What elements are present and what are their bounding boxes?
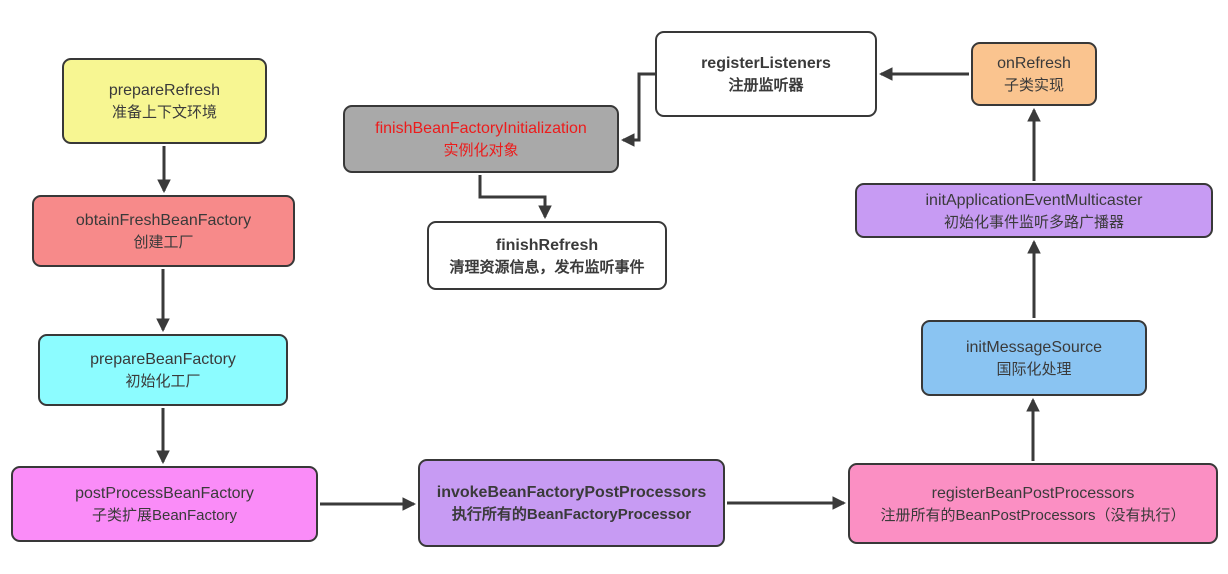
node-subtitle: 子类扩展BeanFactory [91, 507, 238, 524]
node-init-message-source: initMessageSource 国际化处理 [921, 320, 1147, 396]
node-subtitle: 实例化对象 [443, 142, 519, 159]
node-subtitle: 注册监听器 [728, 77, 804, 94]
node-finish-bean-factory-initialization: finishBeanFactoryInitialization 实例化对象 [343, 105, 619, 173]
node-finish-refresh: finishRefresh 清理资源信息，发布监听事件 [427, 221, 667, 290]
node-title: registerListeners [701, 55, 831, 72]
node-subtitle: 初始化工厂 [125, 373, 201, 390]
node-subtitle: 初始化事件监听多路广播器 [943, 213, 1124, 231]
node-title: invokeBeanFactoryPostProcessors [436, 484, 707, 501]
node-title: finishRefresh [495, 236, 599, 254]
node-title: finishBeanFactoryInitialization [375, 120, 587, 137]
node-register-bean-post-processors: registerBeanPostProcessors 注册所有的BeanPost… [848, 463, 1218, 544]
node-title: registerBeanPostProcessors [931, 484, 1135, 502]
node-title: onRefresh [997, 55, 1071, 72]
node-prepare-refresh: prepareRefresh 准备上下文环境 [62, 58, 267, 144]
node-prepare-bean-factory: prepareBeanFactory 初始化工厂 [38, 334, 288, 406]
node-on-refresh: onRefresh 子类实现 [971, 42, 1097, 106]
node-subtitle: 子类实现 [1003, 77, 1064, 94]
node-register-listeners: registerListeners 注册监听器 [655, 31, 877, 117]
node-subtitle: 注册所有的BeanPostProcessors（没有执行） [880, 506, 1186, 524]
node-title: initApplicationEventMulticaster [925, 191, 1143, 209]
edge-finishBeanFactoryInitialization-to-finishRefresh [478, 175, 552, 220]
node-obtain-fresh-bean-factory: obtainFreshBeanFactory 创建工厂 [32, 195, 295, 267]
node-subtitle: 国际化处理 [996, 361, 1072, 378]
node-post-process-bean-factory: postProcessBeanFactory 子类扩展BeanFactory [11, 466, 318, 542]
node-title: obtainFreshBeanFactory [75, 212, 252, 229]
edge-registerListeners-to-finishBeanFactoryInitialization [620, 72, 655, 147]
node-init-application-event-multicaster: initApplicationEventMulticaster 初始化事件监听多… [855, 183, 1213, 238]
node-subtitle: 准备上下文环境 [111, 104, 217, 121]
node-subtitle: 执行所有的BeanFactoryProcessor [451, 506, 692, 523]
node-title: prepareRefresh [108, 82, 221, 99]
node-subtitle: 创建工厂 [133, 234, 194, 251]
node-title: postProcessBeanFactory [75, 485, 254, 502]
node-title: prepareBeanFactory [90, 351, 236, 368]
node-invoke-bean-factory-post-processors: invokeBeanFactoryPostProcessors 执行所有的Bea… [418, 459, 725, 547]
node-subtitle: 清理资源信息，发布监听事件 [449, 258, 645, 276]
node-title: initMessageSource [965, 339, 1103, 356]
